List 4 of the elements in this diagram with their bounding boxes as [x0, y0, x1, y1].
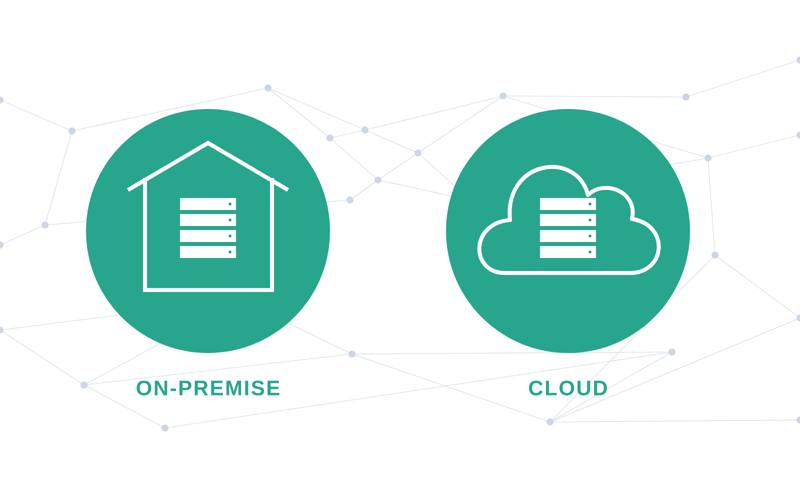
- category-label: CLOUD: [529, 380, 607, 396]
- category-label: ON-PREMISE: [136, 380, 280, 396]
- circle-badge: [86, 109, 330, 353]
- circle-badge: [446, 109, 690, 353]
